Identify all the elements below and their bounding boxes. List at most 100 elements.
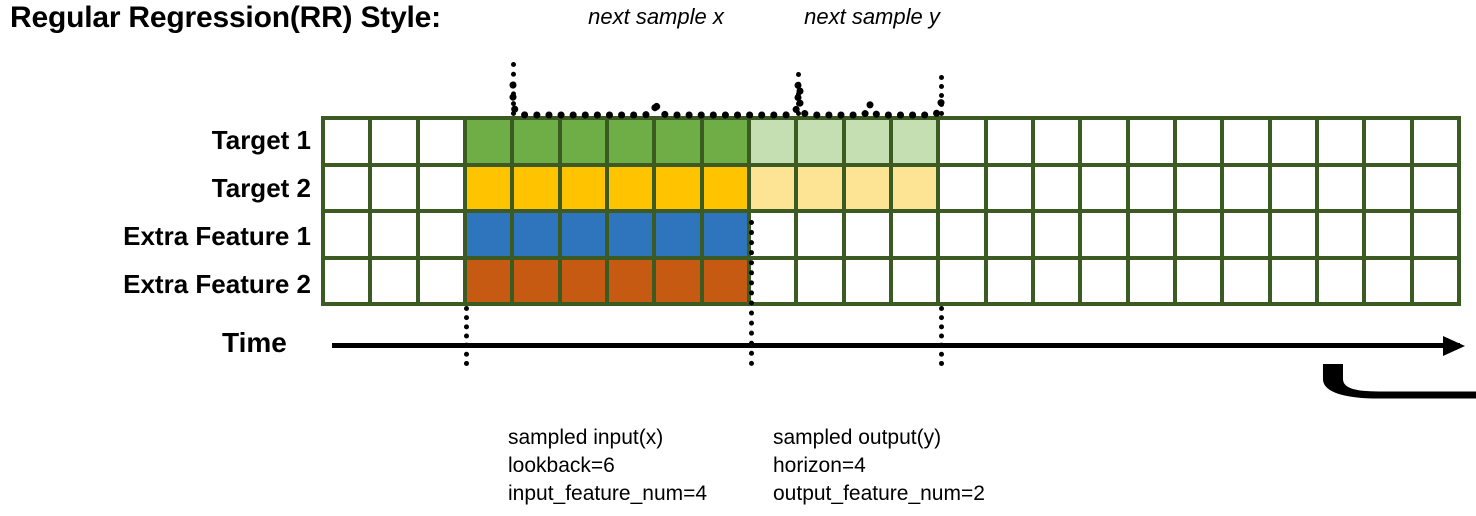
cell-extra-feature-1-t0	[325, 213, 369, 256]
cell-extra-feature-1-t4	[514, 213, 558, 256]
cell-target-2-t23	[1413, 166, 1457, 209]
cell-target-2-t11	[845, 166, 889, 209]
cell-target-1-t10	[798, 120, 842, 163]
cell-target-2-t12	[892, 166, 937, 209]
cell-target-1-t23	[1413, 120, 1457, 163]
cell-extra-feature-2-t16	[1082, 259, 1126, 302]
cell-extra-feature-1-t9	[750, 213, 795, 256]
cell-target-1-t14	[987, 120, 1031, 163]
cell-target-1-t3	[466, 120, 511, 163]
cell-extra-feature-1-t11	[845, 213, 889, 256]
bottom-note-sampled-output: sampled output(y) horizon=4 output_featu…	[773, 424, 985, 508]
cell-extra-feature-2-t9	[750, 259, 795, 302]
timeline-row-extra-feature-1	[325, 213, 1457, 256]
guide-line-output-end-lower	[939, 306, 944, 366]
cell-target-1-t18	[1176, 120, 1221, 163]
cell-target-2-t1	[372, 166, 416, 209]
cell-target-1-t16	[1082, 120, 1126, 163]
cell-extra-feature-1-t22	[1366, 213, 1410, 256]
cell-extra-feature-2-t4	[514, 259, 558, 302]
cell-target-1-t19	[1224, 120, 1268, 163]
cell-extra-feature-1-t2	[419, 213, 463, 256]
cell-extra-feature-2-t8	[703, 259, 747, 302]
cell-extra-feature-2-t23	[1413, 259, 1457, 302]
cell-target-1-t21	[1318, 120, 1363, 163]
timeline-row-target-1	[325, 120, 1457, 163]
cell-extra-feature-1-t12	[892, 213, 937, 256]
bottom-note-sampled-input-line-3: input_feature_num=4	[508, 481, 708, 505]
cell-extra-feature-2-t6	[608, 259, 653, 302]
cell-target-2-t6	[608, 166, 653, 209]
bottom-note-sampled-output-line-2: horizon=4	[773, 453, 866, 477]
cell-extra-feature-1-t15	[1034, 213, 1079, 256]
cell-target-1-t11	[845, 120, 889, 163]
cell-target-1-t0	[325, 120, 369, 163]
guide-line-input-end-top	[796, 72, 801, 116]
cell-target-2-t4	[514, 166, 558, 209]
cell-target-1-t8	[703, 120, 747, 163]
cell-extra-feature-2-t20	[1271, 259, 1315, 302]
cell-target-2-t13	[940, 166, 984, 209]
timeline-grid	[321, 116, 1461, 306]
cell-extra-feature-2-t1	[372, 259, 416, 302]
cell-target-1-t15	[1034, 120, 1079, 163]
cell-extra-feature-1-t3	[466, 213, 511, 256]
cell-target-2-t3	[466, 166, 511, 209]
cell-extra-feature-2-t2	[419, 259, 463, 302]
cell-target-1-t22	[1366, 120, 1410, 163]
time-axis-line	[332, 343, 1460, 348]
cell-target-1-t6	[608, 120, 653, 163]
cell-target-2-t9	[750, 166, 795, 209]
cell-extra-feature-2-t0	[325, 259, 369, 302]
row-label-extra-feature-2: Extra Feature 2	[123, 269, 311, 299]
cell-extra-feature-2-t7	[656, 259, 700, 302]
cell-extra-feature-1-t5	[561, 213, 605, 256]
cell-extra-feature-1-t14	[987, 213, 1031, 256]
cell-target-2-t19	[1224, 166, 1268, 209]
top-bracket-label-next-sample-x: next sample x	[588, 4, 724, 29]
timeline-row-extra-feature-2	[325, 259, 1457, 302]
cell-extra-feature-1-t1	[372, 213, 416, 256]
cell-target-1-t13	[940, 120, 984, 163]
cell-target-1-t5	[561, 120, 605, 163]
guide-line-input-end-lower	[749, 220, 754, 366]
cell-target-1-t17	[1129, 120, 1173, 163]
cell-extra-feature-1-t16	[1082, 213, 1126, 256]
cell-extra-feature-2-t3	[466, 259, 511, 302]
guide-line-output-end-top	[939, 75, 944, 116]
top-bracket-label-next-sample-y: next sample y	[804, 4, 940, 29]
cell-extra-feature-1-t13	[940, 213, 984, 256]
guide-line-input-start	[511, 62, 516, 116]
cell-target-2-t14	[987, 166, 1031, 209]
cell-target-2-t20	[1271, 166, 1315, 209]
cell-extra-feature-1-t20	[1271, 213, 1315, 256]
cell-target-2-t17	[1129, 166, 1173, 209]
cell-extra-feature-1-t8	[703, 213, 747, 256]
bottom-note-sampled-output-line-1: sampled output(y)	[773, 426, 942, 449]
bottom-note-sampled-input-line-2: lookback=6	[508, 453, 615, 477]
cell-target-1-t12	[892, 120, 937, 163]
row-label-target-2: Target 2	[211, 173, 311, 203]
cell-extra-feature-2-t15	[1034, 259, 1079, 302]
cell-target-2-t7	[656, 166, 700, 209]
cell-extra-feature-2-t17	[1129, 259, 1173, 302]
cell-extra-feature-2-t21	[1318, 259, 1363, 302]
bottom-note-sampled-input-line-1: sampled input(x)	[508, 426, 664, 449]
page-title: Regular Regression(RR) Style:	[10, 1, 441, 34]
cell-target-2-t2	[419, 166, 463, 209]
cell-extra-feature-1-t10	[798, 213, 842, 256]
guide-line-input-start-lower	[464, 306, 469, 366]
cell-target-2-t0	[325, 166, 369, 209]
cell-target-2-t18	[1176, 166, 1221, 209]
cell-target-1-t4	[514, 120, 558, 163]
time-axis-label: Time	[222, 327, 287, 358]
time-axis-arrow-icon	[1443, 336, 1465, 356]
cell-target-2-t5	[561, 166, 605, 209]
cell-extra-feature-1-t18	[1176, 213, 1221, 256]
cell-target-2-t16	[1082, 166, 1126, 209]
cell-target-1-t7	[656, 120, 700, 163]
cell-extra-feature-1-t19	[1224, 213, 1268, 256]
bottom-note-sampled-output-line-3: output_feature_num=2	[773, 481, 985, 505]
cell-extra-feature-1-t7	[656, 213, 700, 256]
